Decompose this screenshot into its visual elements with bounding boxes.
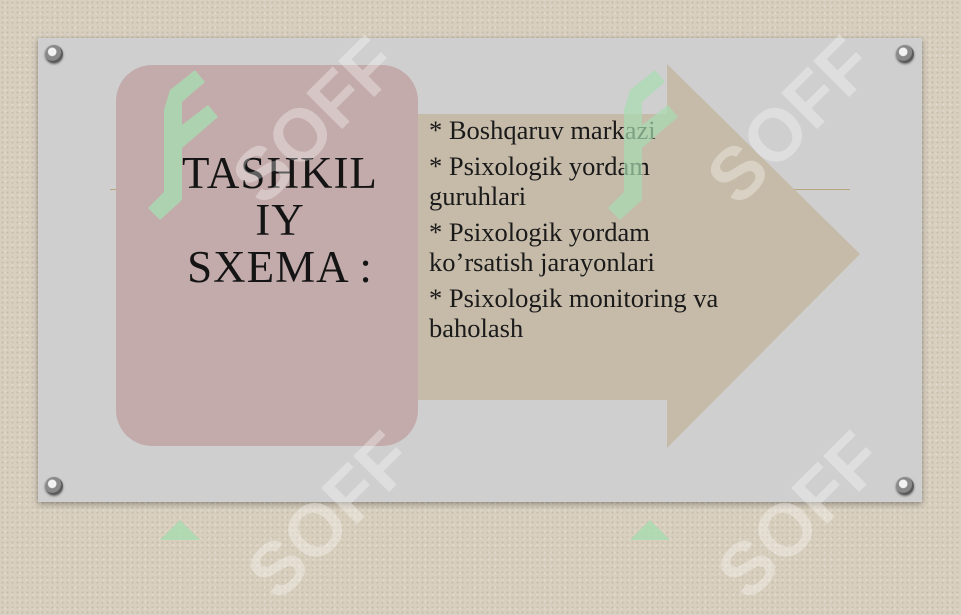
list-item: * Boshqaruv markazi xyxy=(429,115,656,145)
list-item: * Psixologik monitoring va baholash xyxy=(429,283,719,343)
item-list: * Boshqaruv markazi * Psixologik yordam … xyxy=(429,115,729,349)
pushpin-icon xyxy=(896,477,914,495)
watermark-logo-icon xyxy=(630,520,670,540)
pushpin-icon xyxy=(45,45,63,63)
list-item: * Psixologik yordam ko’rsatish jarayonla… xyxy=(429,217,655,277)
pushpin-icon xyxy=(896,45,914,63)
arrow-shape xyxy=(418,64,860,448)
pushpin-icon xyxy=(45,477,63,495)
watermark-logo-icon xyxy=(160,520,200,540)
list-item: * Psixologik yordam guruhlari xyxy=(429,151,650,211)
